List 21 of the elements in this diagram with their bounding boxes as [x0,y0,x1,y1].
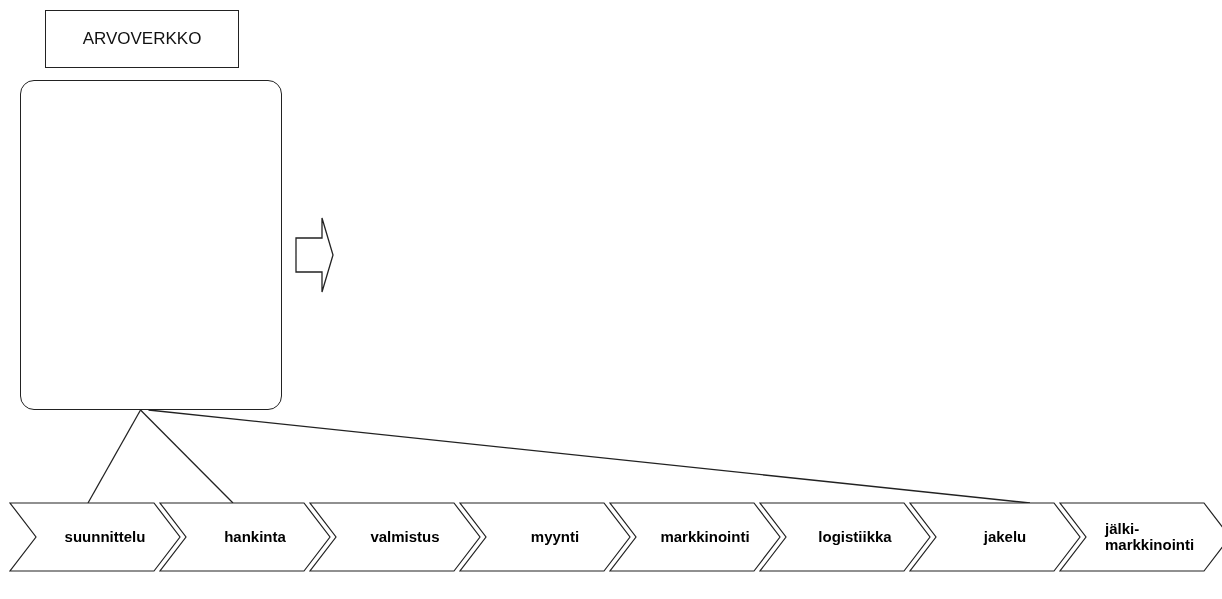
step-label: logistiikka [817,529,892,545]
connector-line [139,409,234,504]
step-label: myynti [529,529,580,545]
rounded-box [20,80,282,410]
chevron-step [760,503,930,571]
step-label: markkinointi [659,529,750,545]
chevron-step [610,503,780,571]
step-label: suunnittelu [63,529,146,545]
step-label: hankinta [223,529,286,545]
step-label: jälki- markkinointi [1103,521,1196,553]
step-label: ARVOVERKKO [82,29,202,49]
chevron-step [1060,503,1222,571]
chevron-step [460,503,630,571]
step-label: valmistus [369,529,440,545]
step-label: jakelu [982,529,1027,545]
title-box [45,10,239,68]
chevron-step [160,503,330,571]
chevron-step [310,503,480,571]
chevron-step [910,503,1080,571]
chevron-step [10,503,180,571]
connector-line [87,409,142,504]
